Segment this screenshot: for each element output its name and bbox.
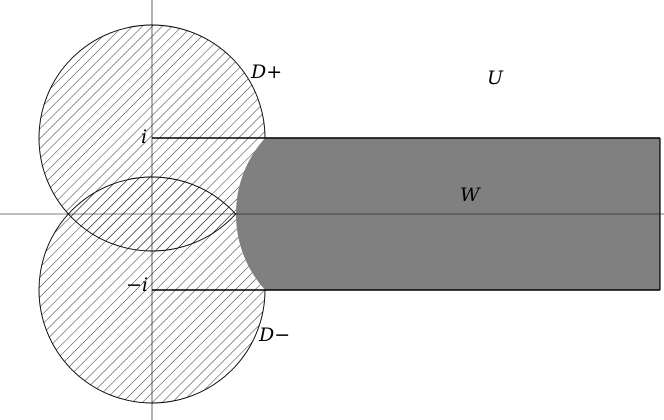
label-d-minus: D−: [258, 324, 290, 346]
label-w: W: [460, 184, 481, 206]
label-d-plus: D+: [250, 61, 282, 83]
label-u: U: [487, 67, 504, 89]
label-neg-i: −i: [126, 274, 148, 296]
label-i: i: [141, 126, 147, 148]
